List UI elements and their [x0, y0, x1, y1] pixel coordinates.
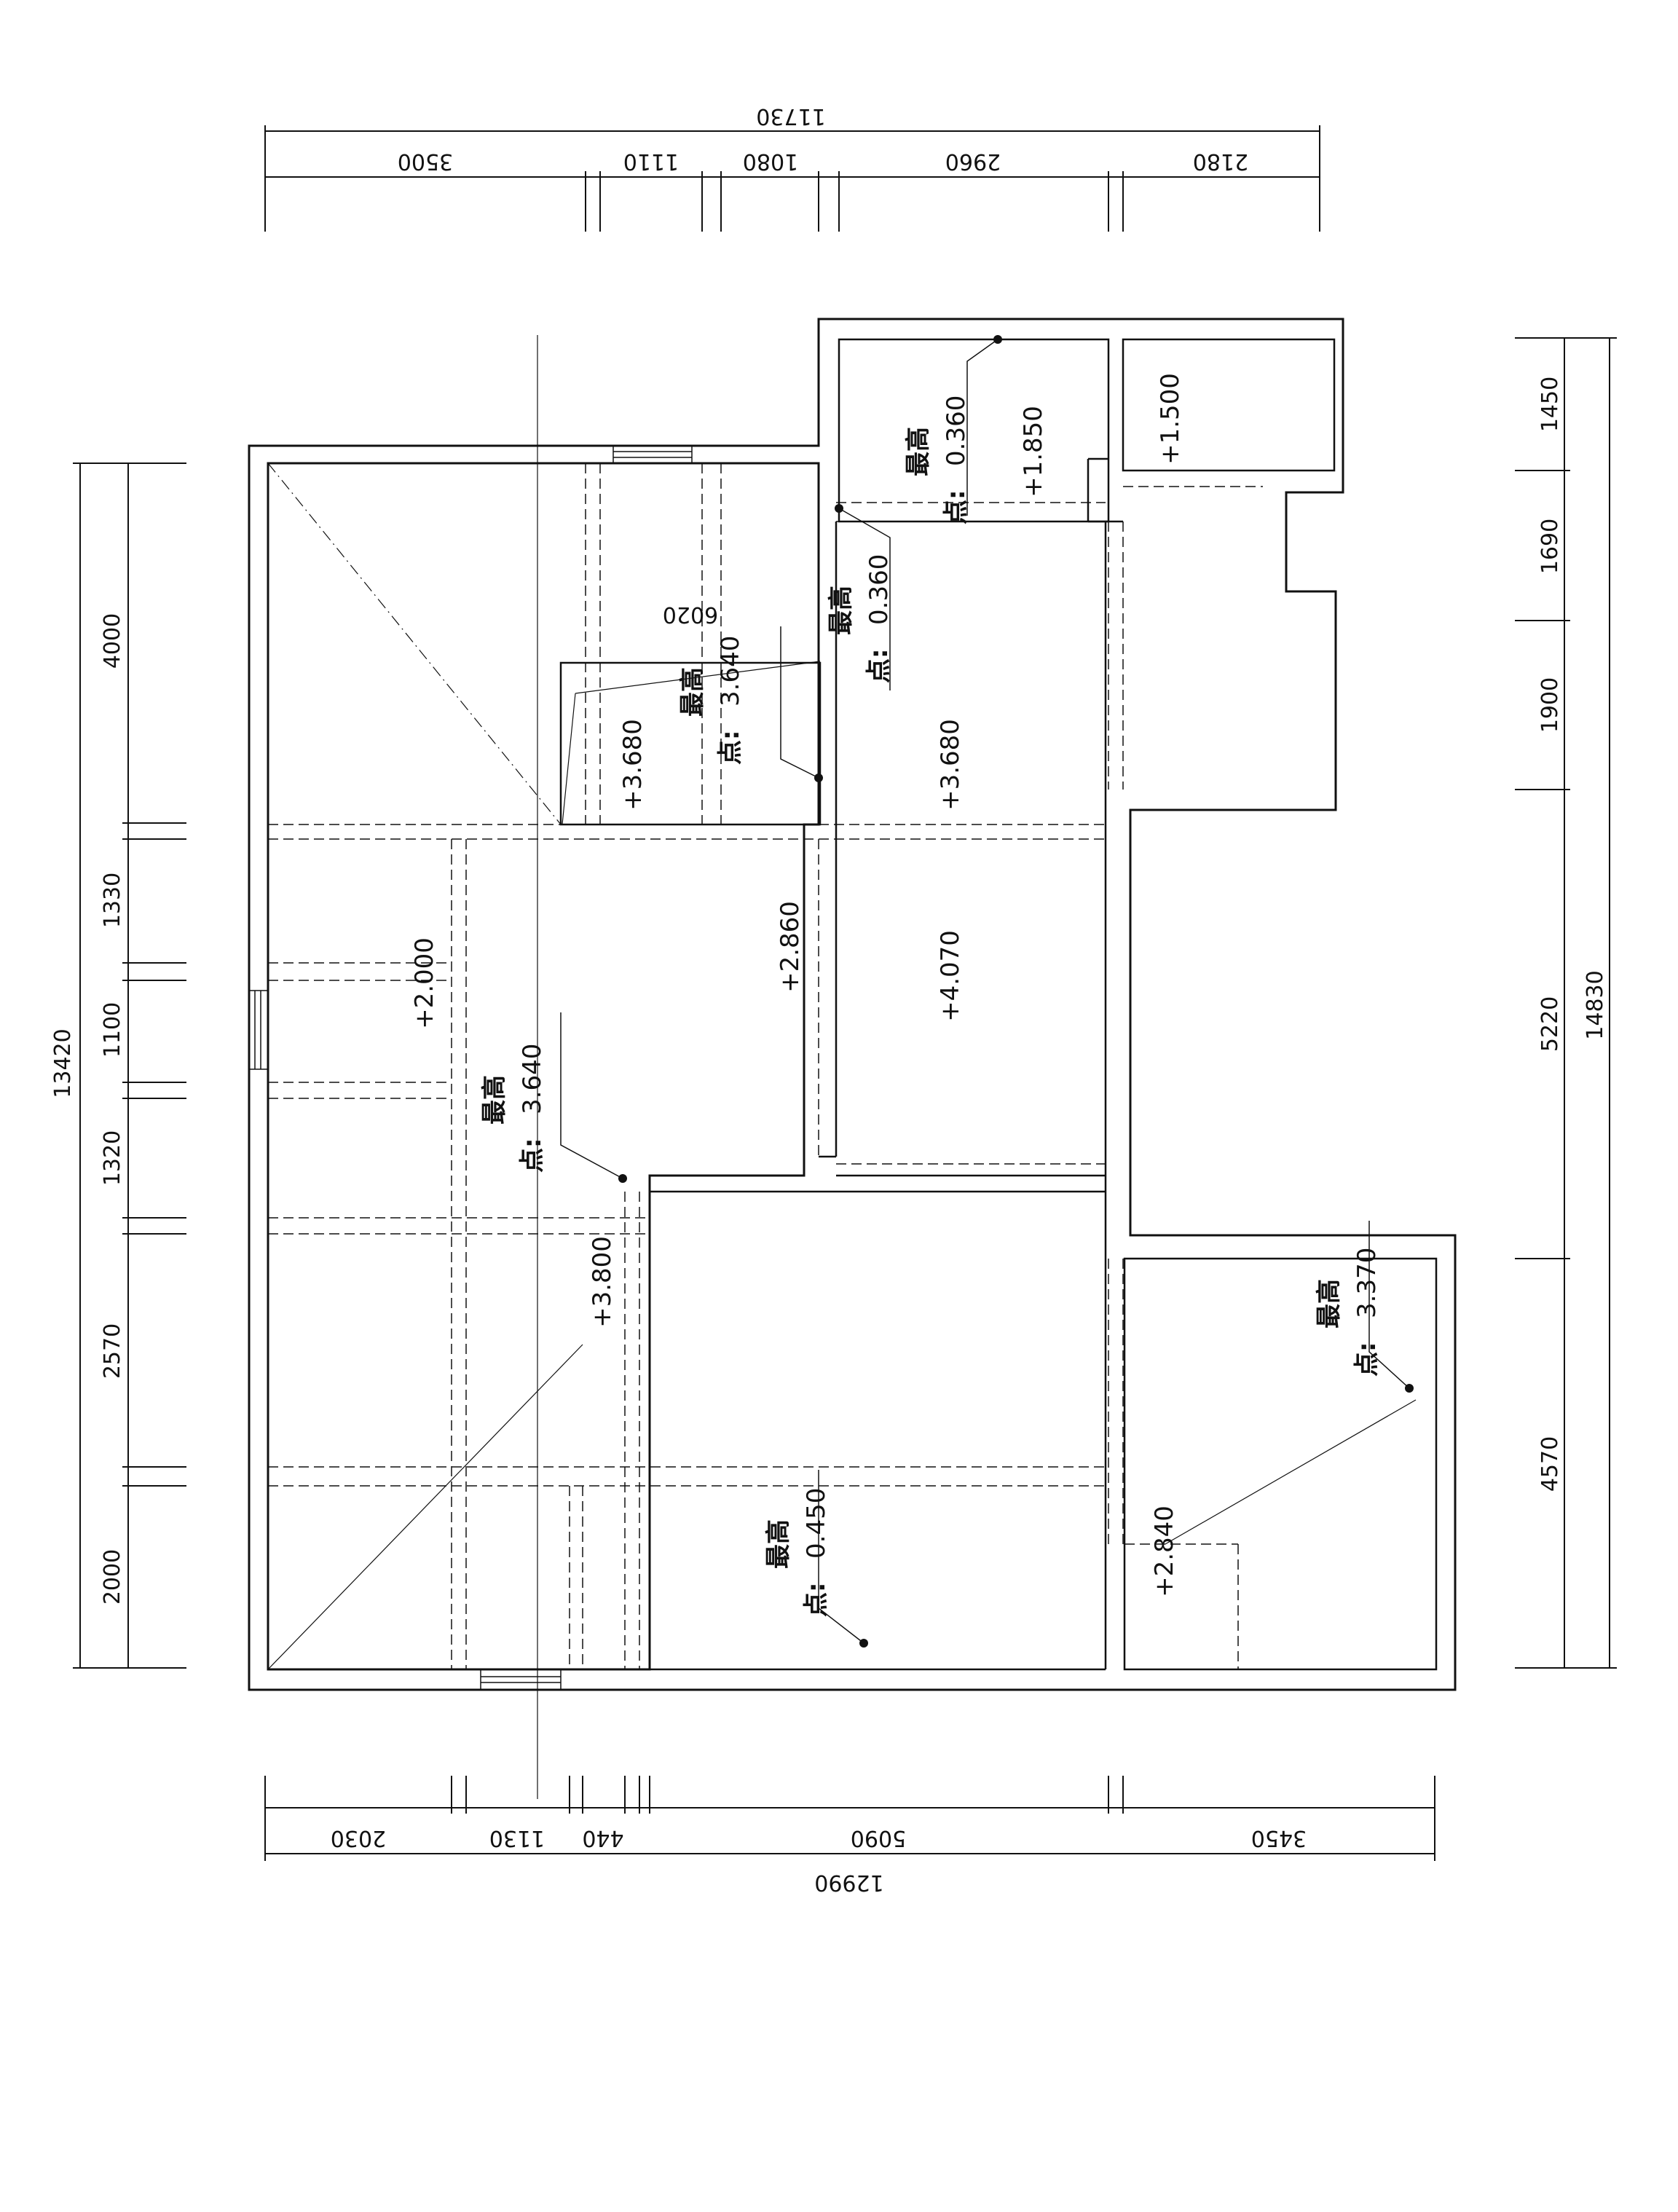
- dim-inner: 6020: [663, 602, 718, 627]
- highest-point-markers: [618, 335, 1414, 1648]
- bottom-dimension-chain: [264, 1776, 1435, 1861]
- svg-text:3.640: 3.640: [716, 636, 745, 706]
- dim-bottom-0: 2030: [331, 1825, 386, 1851]
- svg-text:点:: 点:: [864, 648, 894, 683]
- elevation-3: +3.680: [618, 719, 647, 811]
- svg-text:点:: 点:: [518, 1138, 547, 1173]
- svg-text:0.360: 0.360: [942, 395, 971, 466]
- dim-bottom-2: 440: [582, 1825, 623, 1851]
- elevation-9: +2.840: [1150, 1506, 1179, 1597]
- svg-text:0.360: 0.360: [864, 554, 894, 625]
- dim-right-2: 1900: [1537, 677, 1563, 733]
- dim-top-4: 2180: [1193, 149, 1248, 174]
- dim-bottom-1: 1130: [489, 1825, 545, 1851]
- dim-right-3: 5220: [1537, 996, 1563, 1052]
- svg-text:最高: 最高: [904, 427, 933, 476]
- inner-walls: [559, 338, 1438, 1671]
- dim-left-4: 2570: [100, 1323, 125, 1379]
- highest-point-2: 最高 点: 0.360: [827, 554, 894, 683]
- dim-left-2: 1100: [100, 1002, 125, 1058]
- elevation-7: +4.070: [936, 930, 965, 1022]
- svg-text:3.640: 3.640: [518, 1044, 547, 1114]
- beam-dashed-lines: [268, 463, 1263, 1669]
- svg-text:点:: 点:: [942, 489, 971, 524]
- dim-left-0: 4000: [100, 613, 125, 669]
- svg-text:3.370: 3.370: [1352, 1248, 1382, 1318]
- windows: [248, 445, 693, 1691]
- highest-point-1: 最高 点: 0.360: [904, 395, 971, 524]
- dim-right-0: 1450: [1537, 377, 1563, 432]
- svg-text:0.450: 0.450: [802, 1488, 831, 1559]
- dim-top-3: 2960: [945, 149, 1001, 174]
- slope-lines: [267, 335, 1417, 1799]
- highest-point-6: 最高 点: 0.450: [764, 1488, 831, 1617]
- svg-text:最高: 最高: [1315, 1279, 1344, 1329]
- svg-text:最高: 最高: [764, 1519, 793, 1569]
- dim-right-4: 4570: [1537, 1436, 1563, 1492]
- dim-left-5: 2000: [100, 1549, 125, 1605]
- dim-left-total: 13420: [50, 1028, 76, 1098]
- dim-bottom-3: 5090: [851, 1825, 906, 1851]
- top-dimension-chain: [264, 125, 1320, 232]
- elevation-2: +1.500: [1156, 373, 1185, 465]
- highest-point-3: 最高 点: 3.640: [678, 636, 745, 765]
- svg-text:点:: 点:: [1352, 1342, 1382, 1377]
- dim-bottom-4: 3450: [1251, 1825, 1307, 1851]
- dim-top-0: 3500: [398, 149, 453, 174]
- dim-right-1: 1690: [1537, 519, 1563, 574]
- left-dimension-chain: [73, 463, 186, 1669]
- dim-left-3: 1320: [100, 1130, 125, 1186]
- highest-point-4: 最高 点: 3.640: [480, 1044, 547, 1173]
- svg-text:最高: 最高: [678, 667, 707, 717]
- right-dimension-chain: [1515, 337, 1617, 1669]
- dim-top-2: 1080: [743, 149, 798, 174]
- elevation-labels: +1.850 +1.500 +3.680 +3.680 +2.000 +2.86…: [410, 373, 1185, 1597]
- dim-top-total: 11730: [756, 103, 825, 129]
- dim-bottom-total: 12990: [814, 1870, 883, 1895]
- elevation-5: +2.000: [410, 937, 439, 1029]
- svg-text:最高: 最高: [827, 586, 856, 635]
- dimension-labels: 11730 3500 1110 1080 2960 2180 2030 1130…: [50, 103, 1608, 1895]
- outer-walls: [248, 318, 1457, 1691]
- svg-text:点:: 点:: [716, 730, 745, 765]
- dim-right-total: 14830: [1583, 970, 1608, 1039]
- elevation-6: +2.860: [776, 901, 805, 993]
- svg-text:最高: 最高: [480, 1075, 509, 1125]
- elevation-4: +3.680: [936, 719, 965, 811]
- highest-point-5: 最高 点: 3.370: [1315, 1248, 1382, 1377]
- dim-top-1: 1110: [623, 149, 679, 174]
- elevation-1: +1.850: [1019, 406, 1048, 497]
- elevation-8: +3.800: [588, 1236, 617, 1328]
- leader-lines: [560, 339, 1410, 1644]
- dim-left-1: 1330: [100, 873, 125, 928]
- svg-text:点:: 点:: [802, 1582, 831, 1617]
- highest-point-labels: 最高 点: 0.360 最高 点: 0.360 最高 点: 3.640 最高 点…: [480, 395, 1382, 1617]
